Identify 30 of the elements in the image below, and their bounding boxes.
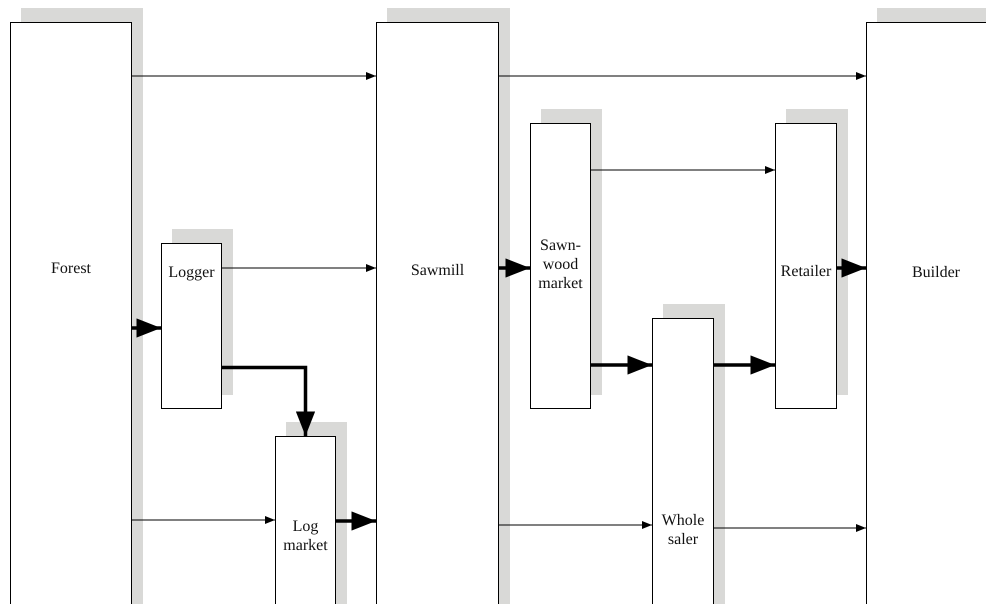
- arrow: [132, 72, 376, 80]
- arrow: [591, 355, 652, 375]
- box-label: Builder: [911, 263, 961, 282]
- process-box: [866, 22, 986, 604]
- process-box: [652, 318, 714, 604]
- box-label: Retailer: [780, 262, 832, 281]
- box-label: Log market: [282, 517, 329, 555]
- arrow: [222, 366, 316, 436]
- box-label: Sawn-wood market: [537, 236, 584, 293]
- box-label: Logger: [167, 263, 216, 282]
- arrow: [498, 521, 652, 529]
- process-box: [775, 123, 837, 409]
- arrow: [498, 72, 866, 80]
- process-box: [530, 123, 591, 409]
- box-label: Forest: [50, 259, 92, 278]
- arrow: [714, 524, 866, 532]
- arrow: [499, 258, 530, 278]
- arrow: [222, 264, 376, 272]
- box-label: Sawmill: [410, 261, 466, 280]
- arrow: [132, 516, 276, 524]
- process-box: [376, 22, 499, 604]
- arrow: [132, 318, 161, 338]
- process-box: [161, 243, 222, 409]
- process-box: [275, 436, 336, 604]
- arrow: [590, 166, 776, 174]
- arrow: [837, 258, 866, 278]
- box-label: Whole saler: [660, 511, 706, 549]
- arrow: [336, 511, 376, 531]
- arrow: [714, 355, 775, 375]
- process-box: [10, 22, 132, 604]
